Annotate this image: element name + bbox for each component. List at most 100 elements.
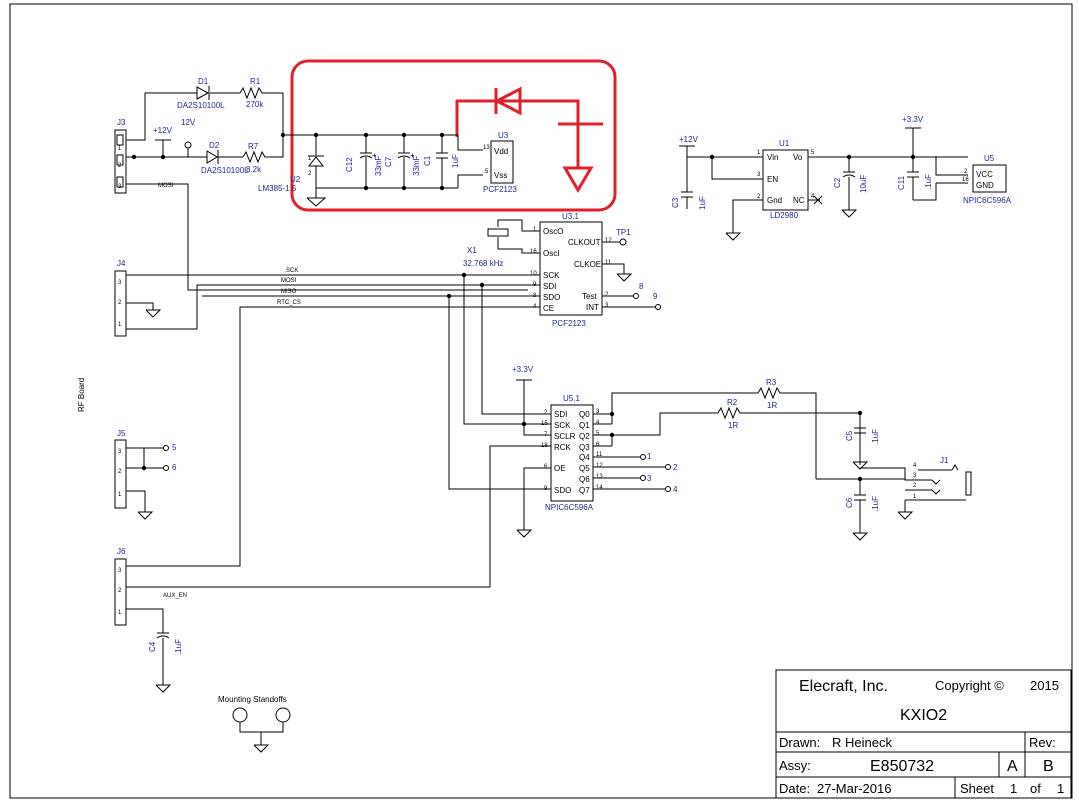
schematic-label: DA2S10100L bbox=[201, 166, 249, 175]
schematic-polyline bbox=[306, 197, 327, 207]
schematic-label: CE bbox=[543, 304, 554, 313]
drawn-by: R Heineck bbox=[832, 735, 892, 750]
schematic-circle bbox=[846, 154, 852, 160]
schematic-circle bbox=[633, 293, 639, 299]
schematic-label: CLKOUT bbox=[568, 238, 601, 247]
schematic-label: OE bbox=[554, 464, 566, 473]
net-label-aux-en: AUX_EN bbox=[163, 593, 187, 599]
schematic-circle bbox=[163, 465, 169, 471]
schematic-label: SCLR bbox=[554, 432, 576, 441]
schematic-label: C4 bbox=[148, 641, 157, 652]
schematic-label: Vss bbox=[494, 171, 507, 180]
j5-ref: J5 bbox=[117, 429, 126, 438]
schematic-label: .1uF bbox=[174, 639, 183, 655]
schematic-polyline bbox=[267, 134, 458, 158]
schematic-rect bbox=[487, 228, 509, 237]
schematic-circle bbox=[521, 421, 527, 427]
j5-wiring bbox=[126, 445, 169, 520]
schematic-label: INT bbox=[586, 303, 599, 312]
schematic-polygon bbox=[196, 86, 210, 100]
drawing-title: KXIO2 bbox=[900, 707, 947, 724]
schematic-polyline bbox=[498, 248, 540, 254]
schematic-label: 33mF bbox=[412, 155, 421, 176]
rail-label-12v-u1: +12V bbox=[679, 135, 699, 144]
connector-j6: J6 321 bbox=[114, 547, 127, 626]
resistor-r2: R2 1R bbox=[717, 398, 746, 430]
schematic-label: SDO bbox=[543, 293, 560, 302]
schematic-rect bbox=[114, 558, 127, 626]
schematic-polyline bbox=[126, 284, 540, 330]
schematic-rect bbox=[972, 164, 1007, 193]
schematic-rect bbox=[114, 129, 127, 194]
resistor-r3: R3 1R bbox=[757, 378, 786, 410]
u1-wiring bbox=[679, 127, 968, 241]
schematic-label: 270k bbox=[246, 100, 264, 109]
schematic-polyline bbox=[523, 424, 551, 436]
j1-ref: J1 bbox=[940, 456, 949, 465]
net-label-miso: MISO bbox=[281, 289, 297, 295]
schematic-polyline bbox=[951, 464, 959, 471]
schematic-polygon bbox=[562, 166, 594, 193]
schematic-circle bbox=[709, 154, 715, 160]
schematic-circle bbox=[232, 707, 248, 723]
net-label-mosi: MOSI bbox=[281, 278, 297, 284]
schematic-polyline bbox=[852, 532, 869, 541]
schematic-label: Q6 bbox=[579, 475, 590, 484]
caps-highlight bbox=[316, 135, 483, 189]
ground-u2 bbox=[306, 197, 327, 207]
schematic-label: 1 bbox=[757, 150, 761, 156]
schematic-polygon bbox=[493, 86, 522, 116]
schematic-polyline bbox=[239, 722, 284, 733]
schematic-polyline bbox=[463, 275, 524, 425]
schematic-rect bbox=[116, 176, 124, 188]
schematic-polyline bbox=[732, 199, 763, 233]
schematic-label: 2 bbox=[673, 463, 678, 472]
schematic-label: PCF2123 bbox=[552, 319, 586, 328]
schematic-label: 5 bbox=[596, 431, 600, 437]
diode-d1: D1 DA2S10100L bbox=[177, 77, 225, 110]
schematic-label: 13 bbox=[596, 474, 603, 480]
schematic-polyline bbox=[931, 489, 941, 495]
drawing-date: 27-Mar-2016 bbox=[817, 781, 891, 796]
schematic-label: LD2980 bbox=[770, 211, 799, 220]
schematic-label: 3 bbox=[647, 474, 652, 483]
mounting-standoffs bbox=[232, 707, 291, 753]
schematic-label: OscO bbox=[543, 227, 563, 236]
schematic-label: 1uF bbox=[698, 196, 707, 210]
schematic-polyline bbox=[593, 392, 758, 415]
schematic-label: .1uF bbox=[924, 174, 933, 190]
schematic-label: DA2S10100L bbox=[177, 101, 225, 110]
schematic-label: 1 bbox=[118, 322, 122, 328]
schematic-rect bbox=[550, 404, 594, 502]
schematic-polyline bbox=[145, 309, 162, 318]
schematic-circle bbox=[655, 304, 661, 310]
schematic-circle bbox=[163, 445, 169, 451]
schematic-line bbox=[813, 195, 823, 205]
schematic-polyline bbox=[457, 174, 483, 188]
schematic-polyline bbox=[253, 744, 270, 753]
assy-number: E850732 bbox=[870, 758, 934, 775]
schematic-label: Q3 bbox=[579, 443, 590, 452]
schematic-label: C2 bbox=[833, 177, 842, 188]
schematic-label: 4 bbox=[811, 194, 815, 200]
net-label-sck: SCK bbox=[286, 268, 298, 274]
schematic-label: LM385-1.5 bbox=[258, 184, 297, 193]
schematic-polyline bbox=[126, 92, 197, 141]
schematic-label: Vin bbox=[767, 153, 778, 162]
schematic-label: 2 bbox=[605, 292, 609, 298]
schematic-label: SDO bbox=[554, 486, 571, 495]
title-block bbox=[775, 669, 1072, 799]
highlight-diode-symbol bbox=[455, 86, 603, 193]
schematic-circle bbox=[910, 154, 916, 160]
power-input-wiring bbox=[126, 92, 528, 291]
j3-ref: J3 bbox=[117, 118, 126, 127]
schematic-label: + bbox=[410, 151, 415, 160]
chip-u3-1: U3.1 PCF2123 OscO OscI SCK SDI SDO CE 1 … bbox=[530, 212, 612, 328]
schematic-label: 2 bbox=[544, 410, 548, 416]
schematic-label: R2 bbox=[727, 398, 738, 407]
schematic-polyline bbox=[602, 263, 625, 274]
schematic-circle bbox=[363, 185, 369, 191]
schematic-label: 11 bbox=[596, 452, 603, 458]
schematic-label: Q0 bbox=[579, 410, 590, 419]
schematic-label: C11 bbox=[897, 175, 906, 190]
